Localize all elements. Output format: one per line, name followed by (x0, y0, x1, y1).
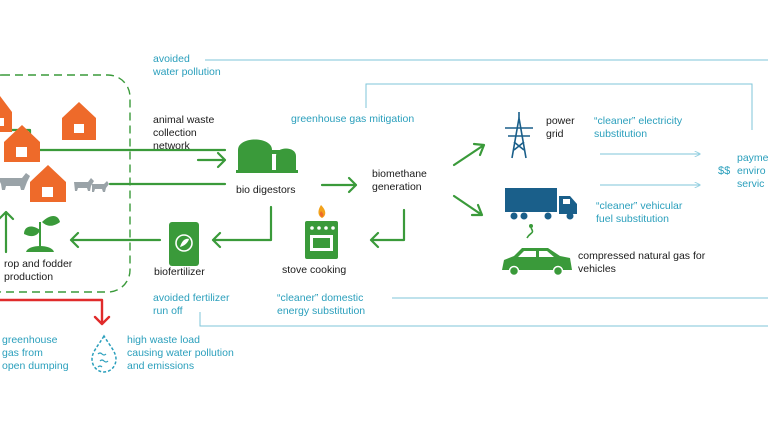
bio-digestor-icon (236, 139, 298, 173)
biomethane-to-stove-arrow (369, 208, 406, 249)
stove-cooking-label: stove cooking (282, 264, 347, 276)
feedback-lines (199, 59, 768, 327)
digestor-to-biofertilizer-arrow (211, 205, 273, 249)
biomethane-generation-label: biomethane generation (372, 168, 427, 193)
barn-icon (0, 96, 96, 202)
compressed-natural-gas-label: compressed natural gas for vehicles (578, 250, 706, 275)
plant-icon (24, 216, 60, 252)
digestor-to-biomethane-arrow (320, 176, 358, 194)
cleaner-vehicular-label: “cleaner” vehicular fuel substitution (596, 200, 683, 225)
cleaner-domestic-label: “cleaner” domestic energy substitution (277, 292, 366, 317)
avoided-water-pollution-label: avoided water pollution (153, 53, 221, 78)
avoided-fertilizer-label: avoided fertilizer run off (153, 292, 230, 317)
water-drop-icon (91, 334, 117, 373)
high-waste-load-label: high waste load causing water pollution … (127, 334, 234, 372)
greenhouse-gas-feedback-line (365, 83, 753, 130)
energy-feedback-line (199, 312, 768, 327)
cattle-icon (0, 173, 109, 192)
animal-waste-collection-label: animal waste collection network (153, 114, 215, 152)
payments-label: payme enviro servic (737, 152, 768, 190)
biofertilizer-bag-icon (169, 222, 199, 266)
car-icon (502, 224, 572, 277)
waste-collection-arrow (196, 151, 227, 169)
greenhouse-gas-mitigation-label: greenhouse gas mitigation (291, 113, 415, 125)
power-grid-icon (505, 112, 533, 159)
power-grid-label: power grid (546, 115, 575, 140)
crop-to-farm-arrow (0, 210, 15, 254)
biomethane-to-grid-arrow (452, 142, 486, 167)
biofertilizer-label: biofertilizer (154, 266, 205, 278)
cleaner-electricity-label: “cleaner” electricity substitution (594, 115, 683, 140)
money-symbol: $$ (718, 165, 731, 177)
truck-icon (505, 188, 577, 220)
crop-fodder-label: rop and fodder production (4, 258, 73, 283)
biomethane-to-truck-arrow (452, 194, 484, 217)
biofertilizer-to-crop-arrow (69, 231, 162, 249)
greenhouse-gas-open-dumping-label: greenhouse gas from open dumping (2, 334, 69, 372)
green-flows (0, 128, 486, 254)
barn-doors (0, 118, 84, 197)
bio-digestors-label: bio digestors (236, 184, 296, 196)
stove-icon (305, 205, 338, 259)
open-dumping-arrow (0, 298, 111, 326)
